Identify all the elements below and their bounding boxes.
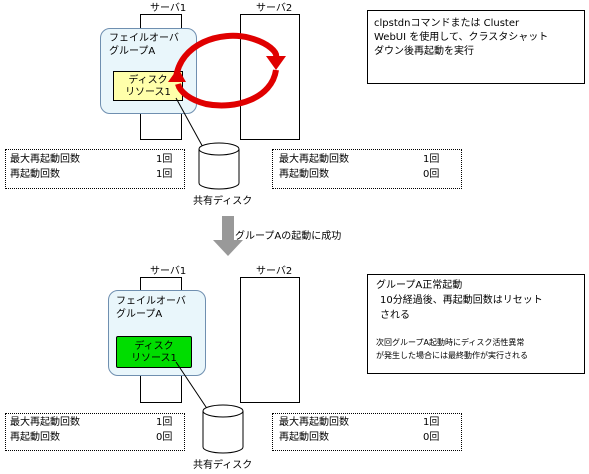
top-counter-right: 最大再起動回数 1回 再起動回数 0回 xyxy=(272,149,462,189)
top-resource-label-1: ディスク xyxy=(128,75,168,86)
top-group-label-2: グループA xyxy=(109,46,156,57)
top-left-max-value: 1回 xyxy=(156,154,173,165)
restart-arrowhead-left xyxy=(168,68,186,82)
top-note-line-3: ダウン後再起動を実行 xyxy=(374,46,474,57)
transition-down-arrow xyxy=(213,216,243,256)
bottom-note-line-2: 10分経過後、再起動回数はリセット xyxy=(380,295,543,306)
bottom-note-line-3: される xyxy=(380,310,410,321)
bottom-counter-right: 最大再起動回数 1回 再起動回数 0回 xyxy=(272,413,462,451)
bottom-note-small-2: が発生した場合には最終動作が実行される xyxy=(376,351,528,360)
bottom-right-count-value: 0回 xyxy=(423,432,440,443)
restart-arrow-lower xyxy=(175,69,279,109)
bottom-right-count-label: 再起動回数 xyxy=(279,432,329,443)
top-left-count-label: 再起動回数 xyxy=(10,169,60,180)
bottom-note: グループA正常起動 10分経過後、再起動回数はリセット される 次回グループA起… xyxy=(367,274,585,374)
bottom-resource-label-2: リソース1 xyxy=(131,353,177,364)
top-note-line-1: clpstdnコマンドまたは Cluster xyxy=(374,18,520,29)
transition-label: グループAの起動に成功 xyxy=(235,231,342,242)
bottom-shared-disk-icon xyxy=(202,404,244,454)
bottom-disk-resource: ディスク リソース1 xyxy=(116,336,192,368)
bottom-left-count-label: 再起動回数 xyxy=(10,432,60,443)
bottom-left-count-value: 0回 xyxy=(156,432,173,443)
top-shared-disk-icon xyxy=(198,142,240,190)
top-disk-resource: ディスク リソース1 xyxy=(113,71,183,101)
bottom-resource-disk-link xyxy=(175,361,213,417)
bottom-right-max-value: 1回 xyxy=(423,417,440,428)
top-right-count-value: 0回 xyxy=(423,169,440,180)
bottom-counter-left: 最大再起動回数 1回 再起動回数 0回 xyxy=(5,413,185,451)
bottom-note-small-1: 次回グループA起動時にディスク活性異常 xyxy=(376,338,525,347)
top-group-label-1: フェイルオーバ xyxy=(109,33,179,44)
top-right-count-label: 再起動回数 xyxy=(279,169,329,180)
top-left-max-label: 最大再起動回数 xyxy=(10,154,80,165)
top-resource-label-2: リソース1 xyxy=(125,87,171,98)
bottom-note-line-1: グループA正常起動 xyxy=(376,280,463,291)
bottom-group-label-2: グループA xyxy=(116,309,163,320)
top-right-max-value: 1回 xyxy=(423,154,440,165)
bottom-server2 xyxy=(240,277,300,403)
top-left-count-value: 1回 xyxy=(156,169,173,180)
bottom-resource-label-1: ディスク xyxy=(134,341,174,352)
restart-arrow-upper xyxy=(173,32,280,79)
top-server2-label: サーバ2 xyxy=(256,3,293,14)
top-counter-left: 最大再起動回数 1回 再起動回数 1回 xyxy=(5,149,185,189)
bottom-disk-label: 共有ディスク xyxy=(193,460,253,471)
bottom-left-max-label: 最大再起動回数 xyxy=(10,417,80,428)
restart-cycle-icon xyxy=(168,32,286,109)
top-note-line-2: WebUI を使用して、クラスタシャット xyxy=(374,32,549,43)
top-failover-group: フェイルオーバ グループA ディスク リソース1 xyxy=(100,28,197,114)
bottom-right-max-label: 最大再起動回数 xyxy=(279,417,349,428)
top-server1-label: サーバ1 xyxy=(150,3,187,14)
bottom-group-label-1: フェイルオーバ xyxy=(116,296,186,307)
top-note: clpstdnコマンドまたは Cluster WebUI を使用して、クラスタシ… xyxy=(367,10,585,84)
restart-arrowhead-right xyxy=(266,56,286,70)
bottom-left-max-value: 1回 xyxy=(156,417,173,428)
bottom-failover-group: フェイルオーバ グループA ディスク リソース1 xyxy=(108,290,206,376)
bottom-server1-label: サーバ1 xyxy=(150,266,187,277)
top-right-max-label: 最大再起動回数 xyxy=(279,154,349,165)
top-disk-label: 共有ディスク xyxy=(193,196,253,207)
bottom-server2-label: サーバ2 xyxy=(256,266,293,277)
